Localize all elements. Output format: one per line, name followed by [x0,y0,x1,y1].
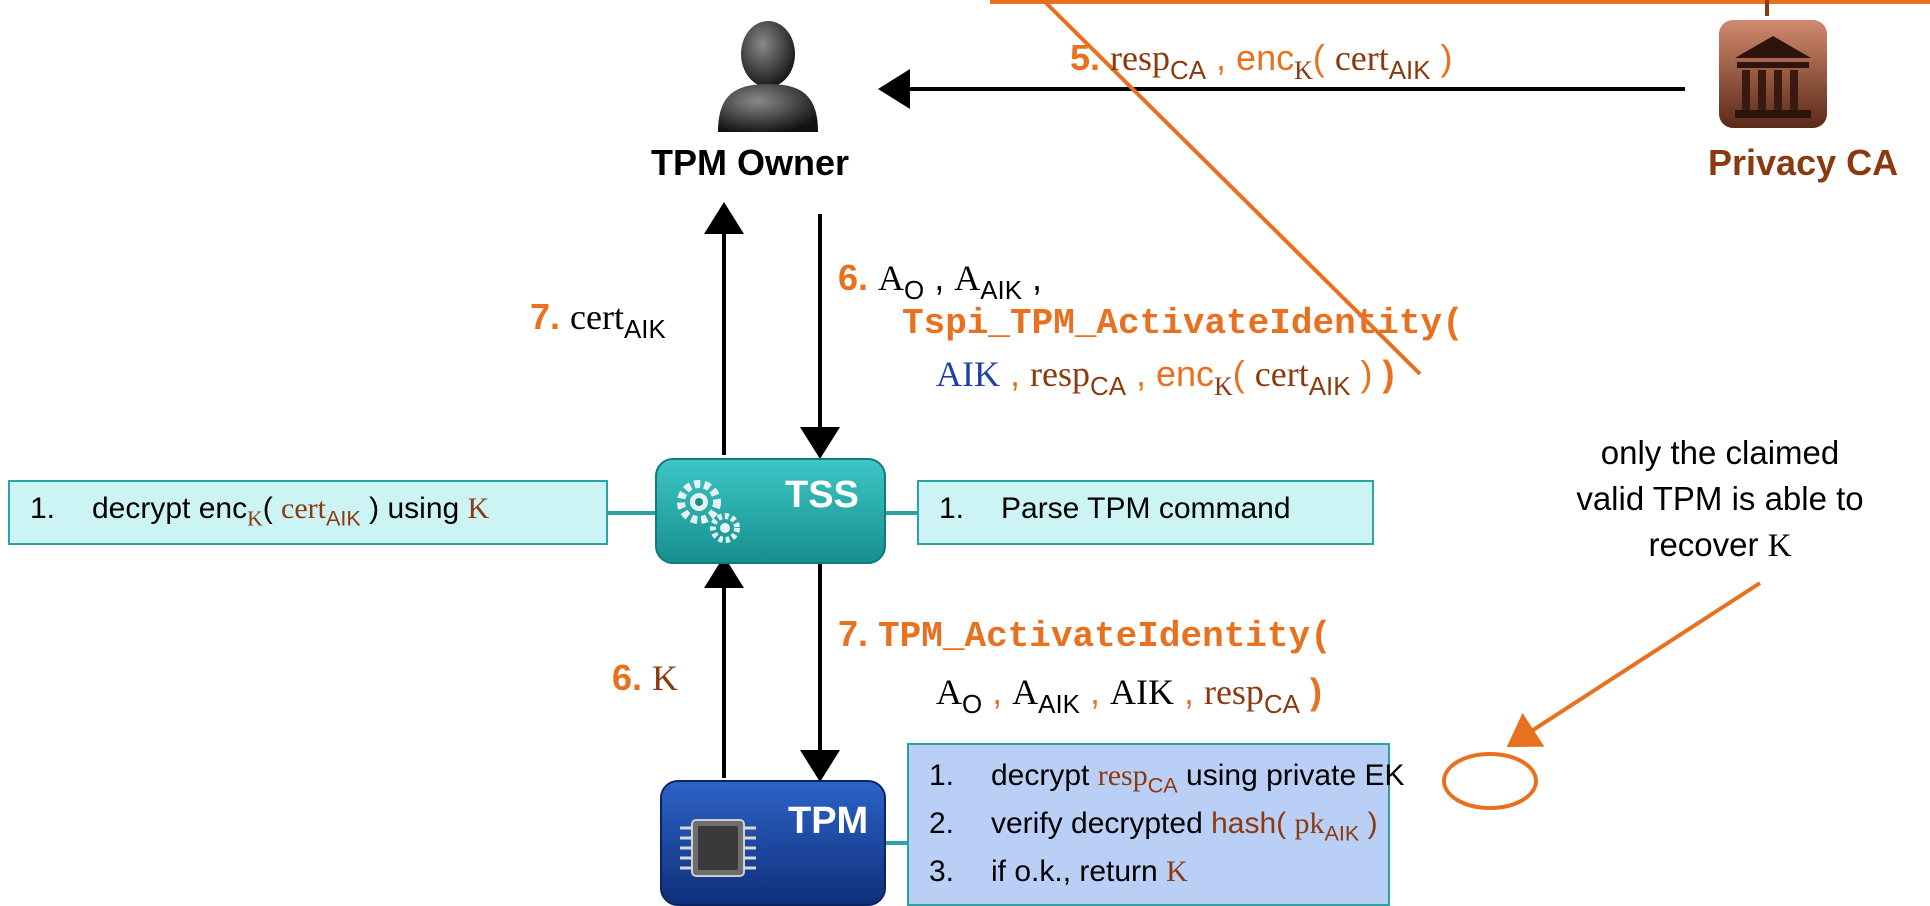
tpm-steps-box: 1.decrypt respCA using private EK 2.veri… [907,743,1405,906]
step5-label: 5. respCA , encK( certAIK ) [1070,37,1453,86]
tpm-component: TPM [660,780,886,906]
tpm-owner-label: TPM Owner [651,142,850,183]
orange-arrow-to-ek [1506,581,1762,748]
privacy-ca-label: Privacy CA [1708,142,1899,183]
tss-component: TSS [655,458,886,564]
tss-label: TSS [785,474,859,516]
person-silhouette-icon [718,21,818,132]
ek-text: EK [1364,759,1405,792]
courthouse-building-icon [1719,20,1827,128]
recover-note: only the claimed valid TPM is able to re… [1576,434,1864,564]
microchip-icon [680,819,756,877]
tss-left-item: 1.decrypt encK( certAIK ) using K [30,492,490,531]
tss-right-item: 1.Parse TPM command [939,492,1291,525]
step7-tpm-line1: 7. TPM_ActivateIdentity( [838,613,1332,657]
tss-left-box: 1.decrypt encK( certAIK ) using K [8,480,608,545]
gears-icon [677,480,740,543]
tpm-step-1: 1.decrypt respCA using private EK [929,759,1405,798]
step6-owner-line1: 6. AO , AAIK , [838,257,1042,306]
tpm-step-3: 3.if o.k., return K [929,855,1188,888]
ek-highlight-ellipse [1442,752,1538,810]
step6-owner-function: Tspi_TPM_ActivateIdentity( [902,303,1464,344]
tpm-label: TPM [788,800,869,842]
orange-diagonal [1041,0,1422,376]
step7-tpm-args: AO , AAIK , AIK , respCA ) [936,671,1322,720]
tss-right-box: 1.Parse TPM command [917,480,1374,545]
tpm-step-2: 2.verify decrypted hash( pkAIK ) [929,807,1378,846]
step7-owner-label: 7. certAIK [530,296,666,345]
step6-owner-args: AIK , respCA , encK( certAIK ) ) [936,353,1395,402]
step6-tpm-label: 6. K [612,657,679,698]
step5-number: 5. [1070,37,1101,78]
